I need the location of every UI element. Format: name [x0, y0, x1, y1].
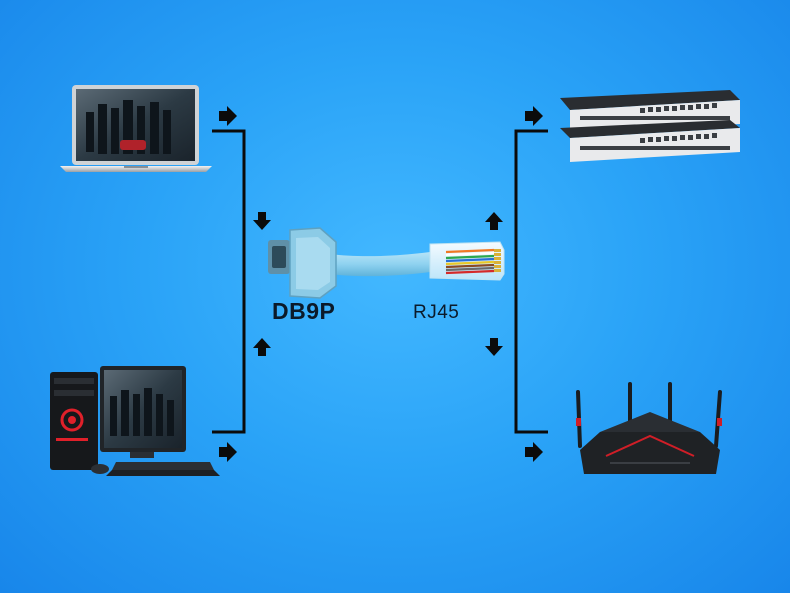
laptop-icon	[60, 85, 212, 172]
desktop-computer-icon	[50, 366, 220, 476]
connector-db9-label: DB9P	[272, 298, 336, 324]
arrow-right-icon	[525, 442, 543, 462]
wifi-router-icon	[576, 382, 722, 474]
arrow-down-icon	[253, 212, 271, 230]
arrow-up-icon	[253, 338, 271, 356]
right-bracket-line	[514, 129, 548, 434]
arrow-right-icon	[525, 106, 543, 126]
console-cable-icon	[268, 227, 505, 299]
network-switch-icon	[560, 90, 740, 162]
arrow-right-icon	[219, 442, 237, 462]
left-bracket-line	[212, 129, 246, 434]
arrow-down-icon	[485, 338, 503, 356]
arrow-right-icon	[219, 106, 237, 126]
connector-rj45-label: RJ45	[413, 302, 460, 323]
arrow-up-icon	[485, 212, 503, 230]
